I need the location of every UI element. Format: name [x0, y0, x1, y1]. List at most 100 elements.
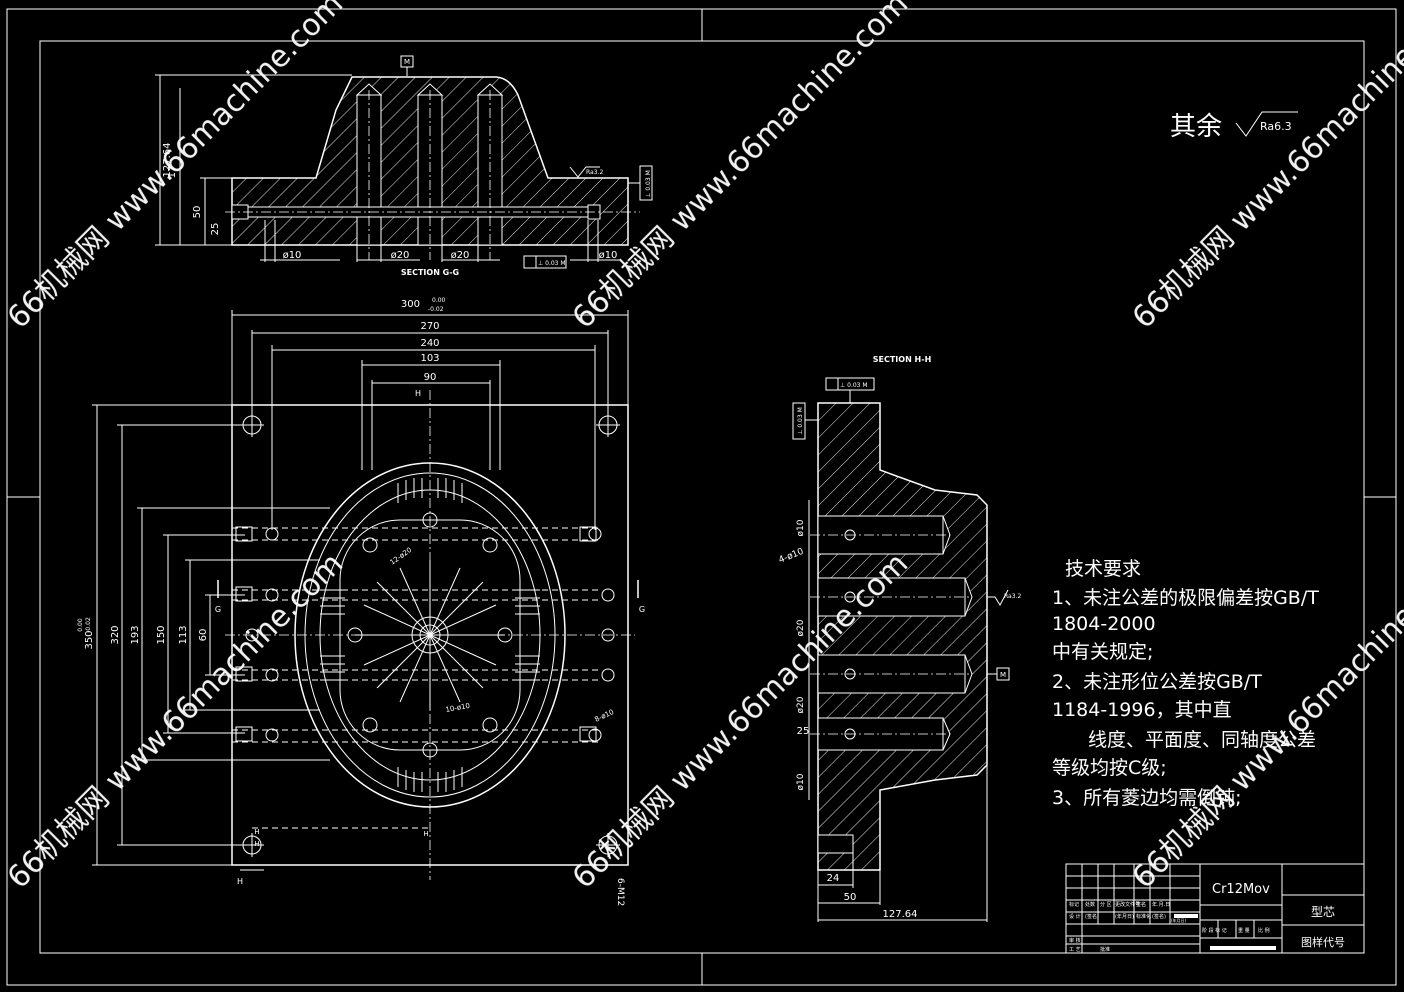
section-h-title: SECTION H-H: [873, 355, 932, 364]
label-h-bottom-a: H: [254, 828, 259, 836]
section-h-d20b: ø20: [796, 696, 806, 713]
label-h-top: H: [415, 389, 421, 398]
dim-240: 240: [420, 338, 439, 349]
title-material: Cr12Mov: [1212, 882, 1270, 897]
section-g-d10-right: ø10: [599, 250, 618, 261]
section-h-25: 25: [797, 726, 810, 737]
label-h-bottom-c: H: [254, 840, 259, 848]
title-cell: 标记: [1069, 901, 1079, 908]
dim-103: 103: [420, 353, 439, 364]
dim-350: 350: [84, 630, 95, 649]
section-h-d10b: ø10: [796, 773, 806, 790]
label-g-right: G: [639, 605, 645, 614]
tech-line-4: 2、未注形位公差按GB/T: [1052, 671, 1262, 693]
title-scale: 比 例: [1258, 927, 1270, 934]
section-g-d20-b: ø20: [451, 250, 470, 261]
section-g-d10-left: ø10: [283, 250, 302, 261]
dim-113: 113: [178, 625, 189, 644]
note-6-m12: 6-M12: [615, 878, 625, 906]
section-g-h17: 17: [167, 166, 178, 179]
sheet-border: [6, 8, 1397, 986]
dim-300-tol-dn: -0.02: [428, 306, 444, 313]
title-cell: 设 计: [1069, 913, 1081, 920]
title-row-a: 标记 处数 分 区 更改文件号 签名 年.月.日: [1069, 901, 1170, 908]
title-cell: 签名: [1136, 901, 1146, 908]
title-block: [1065, 863, 1365, 954]
tech-line-1: 1、未注公差的极限偏差按GB/T: [1052, 587, 1319, 609]
title-cell: 分 区: [1100, 901, 1112, 908]
section-g-tol-side: ⊥ 0.03 M: [645, 170, 652, 198]
note-8-d10: 8-ø10: [593, 708, 615, 724]
outer-oval: [294, 462, 566, 808]
watermark: 66机械网 www.66machine.com: [566, 0, 915, 336]
title-review: 审 核: [1069, 937, 1081, 944]
dim-90: 90: [424, 372, 437, 383]
title-cell: (签名): [1152, 913, 1166, 920]
dim-350-tol-dn: -0.02: [85, 617, 92, 633]
dim-193: 193: [130, 625, 141, 644]
title-process: 工 艺: [1069, 947, 1081, 953]
section-h-127: 127.64: [883, 909, 918, 920]
title-row-b: 设 计 (签名) (年月日) 标准化 (签名) (年月日): [1069, 913, 1187, 923]
tech-line-8: 3、所有菱边均需倒钝;: [1052, 787, 1242, 809]
tech-line-7: 等级均按C级;: [1052, 757, 1167, 779]
watermark: 66机械网 www.66machine.com: [1, 0, 350, 336]
title-approve: 批准: [1100, 946, 1110, 953]
dim-350-tol-up: 0.00: [77, 618, 84, 632]
title-drawing-no: 图样代号: [1301, 935, 1345, 949]
section-h-4d10: 4-ø10: [777, 547, 805, 566]
tech-line-2: 1804-2000: [1052, 613, 1156, 635]
dim-150: 150: [156, 625, 167, 644]
section-h-d10a: ø10: [796, 519, 806, 536]
surface-note-prefix: 其余: [1170, 112, 1222, 142]
surface-note-roughness: Ra6.3: [1260, 120, 1292, 133]
note-10-d10: 10-ø10: [445, 702, 471, 714]
section-h-datum: M: [1000, 671, 1006, 679]
title-weight: 重 量: [1238, 927, 1250, 934]
section-h-roughness: Ra3.2: [1004, 593, 1021, 600]
section-g-title: SECTION G-G: [401, 268, 459, 277]
section-h-tol-top: ⊥ 0.03 M: [840, 382, 868, 389]
watermark: 66机械网 www.66machine.com: [1126, 0, 1404, 336]
section-g-view: [155, 55, 653, 269]
dim-320: 320: [110, 625, 121, 644]
dim-60: 60: [198, 629, 209, 642]
section-h-view: [792, 377, 1010, 922]
label-h-bottom-b: H: [423, 830, 428, 838]
title-cell: 处数: [1085, 901, 1095, 908]
label-h-left: H: [237, 877, 243, 886]
section-g-tol-top: ⊥ 0.03 M: [538, 260, 566, 267]
section-h-24: 24: [827, 873, 840, 884]
dim-270: 270: [420, 321, 439, 332]
section-g-h25: 25: [210, 223, 221, 236]
section-h-tol-side: ⊥ 0.03 M: [797, 407, 804, 435]
section-g-datum: M: [404, 58, 410, 66]
title-cell: (年月日): [1115, 913, 1134, 920]
section-g-h50: 50: [192, 206, 203, 219]
title-cell: 标准化: [1136, 913, 1151, 920]
radial-center: [355, 560, 505, 710]
title-stage: 阶 段 标 记: [1202, 927, 1227, 934]
section-h-d20a: ø20: [796, 619, 806, 636]
section-g-d20-a: ø20: [391, 250, 410, 261]
tech-requirements: 技术要求 1、未注公差的极限偏差按GB/T 1804-2000 中有关规定; 2…: [1052, 558, 1319, 809]
tech-line-6: 线度、平面度、同轴度公差: [1088, 729, 1316, 751]
tech-heading: 技术要求: [1065, 558, 1141, 580]
note-12-d20: 12-ø20: [389, 546, 414, 567]
title-cell: (年月日): [1171, 917, 1187, 923]
watermark: 66机械网 www.66machine.com: [1, 546, 350, 895]
title-cell: 更改文件号: [1115, 901, 1140, 908]
tech-line-5: 1184-1996，其中直: [1052, 699, 1232, 721]
title-cell: 年.月.日: [1152, 901, 1170, 908]
section-g-roughness: Ra3.2: [586, 169, 603, 176]
section-h-50: 50: [844, 892, 857, 903]
roughness-symbol: [1235, 111, 1298, 137]
title-part-name: 型芯: [1311, 905, 1335, 919]
tech-line-3: 中有关规定;: [1052, 641, 1153, 663]
plan-view: [92, 310, 639, 880]
dim-300-tol-up: 0.00: [432, 297, 446, 304]
section-g-h-total: 127.64: [162, 143, 173, 178]
title-cell: (签名): [1085, 913, 1099, 920]
label-g-left: G: [215, 605, 221, 614]
